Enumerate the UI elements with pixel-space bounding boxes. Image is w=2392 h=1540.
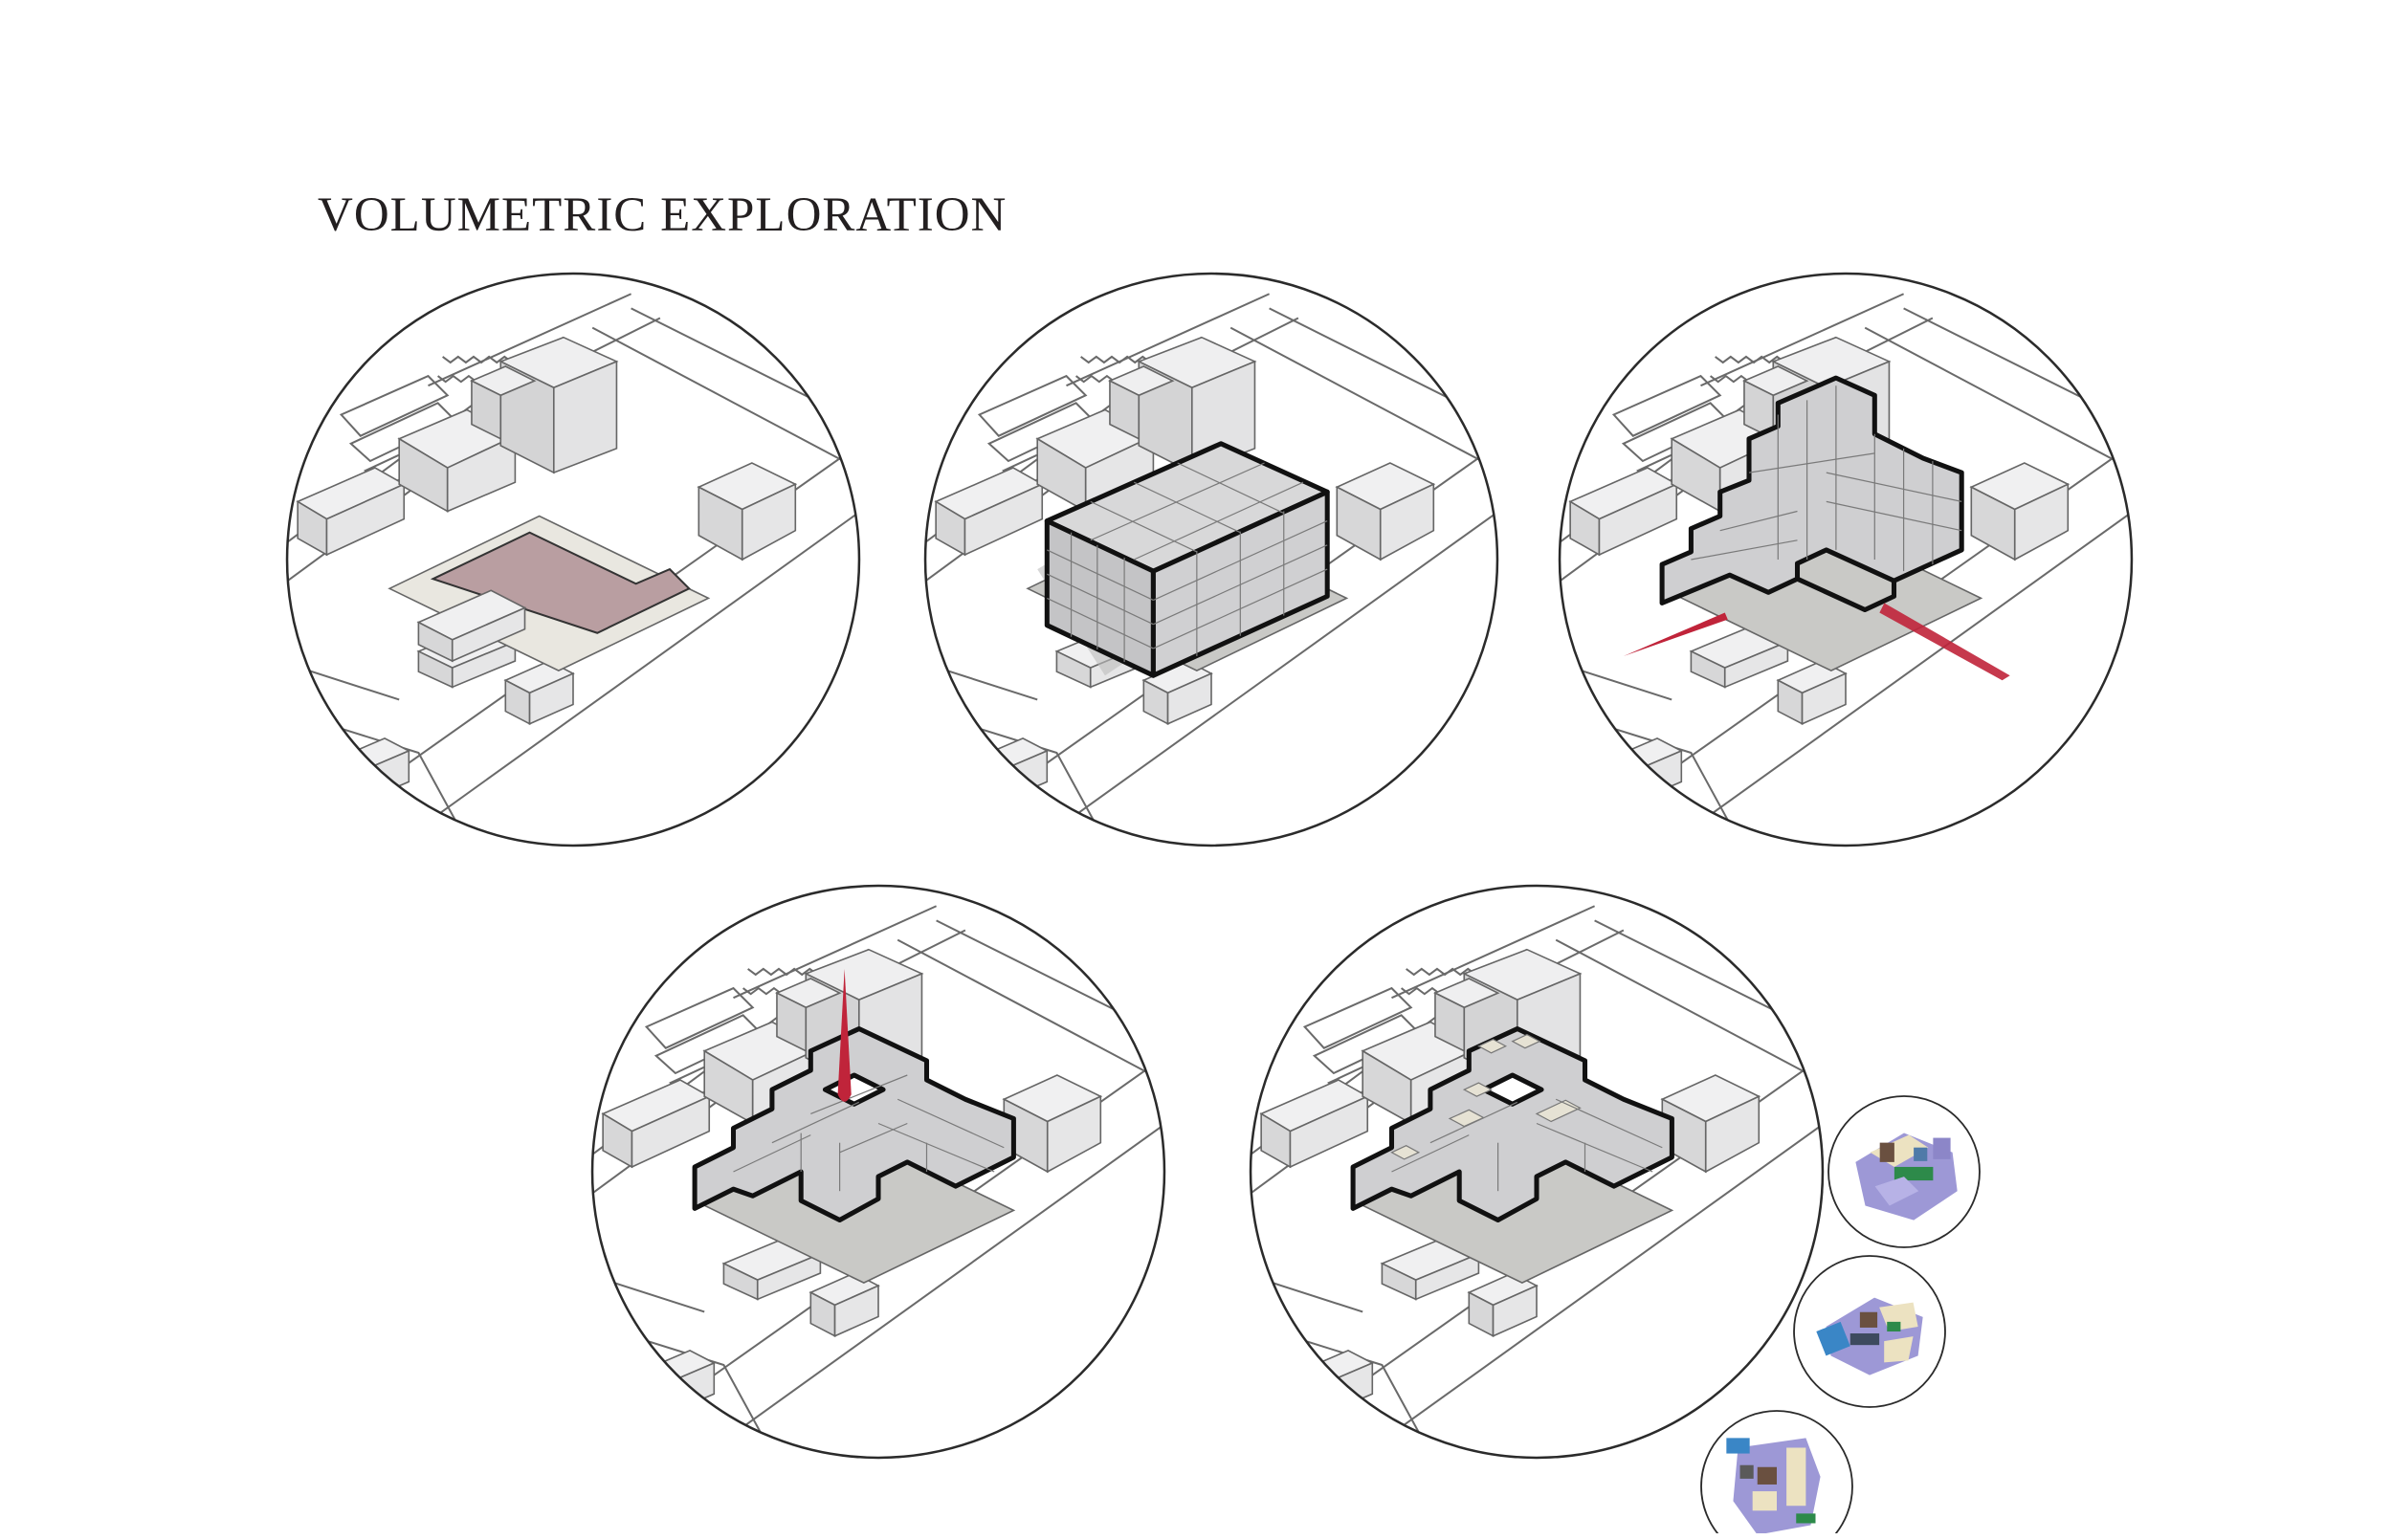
view-arrows xyxy=(1623,603,2010,681)
terraced-massing xyxy=(1350,1025,1674,1223)
vignette-block xyxy=(921,270,1501,849)
light-arrow xyxy=(837,968,852,1102)
model-photo-1 xyxy=(1827,1094,1982,1249)
page-title: VOLUMETRIC EXPLORATION xyxy=(318,188,1008,242)
site-plot xyxy=(430,531,691,634)
vignette-courtyard xyxy=(588,882,1168,1462)
vignette-terraces xyxy=(1247,882,1827,1462)
model-photo-3 xyxy=(1699,1409,1854,1533)
terrace-pads xyxy=(1390,1033,1582,1160)
vignette-carve xyxy=(1556,270,2136,849)
stepped-massing xyxy=(1659,375,1964,613)
vignette-site xyxy=(283,270,863,849)
model-photo-2 xyxy=(1792,1254,1947,1409)
